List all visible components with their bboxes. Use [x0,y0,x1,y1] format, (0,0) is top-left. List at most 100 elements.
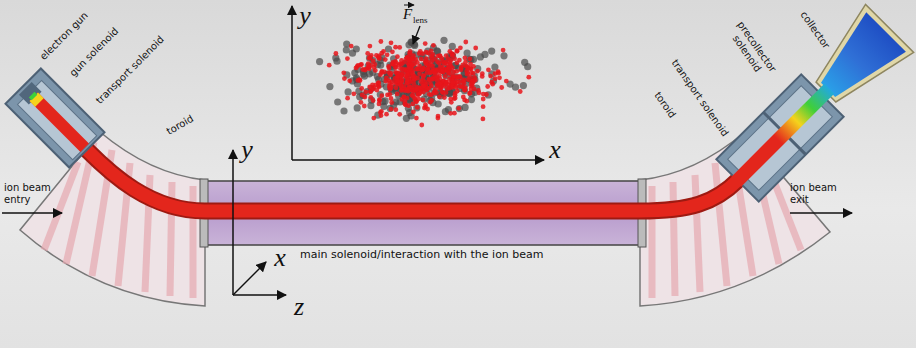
ion-particle [340,107,347,114]
electron-particle [459,84,464,89]
electron-particle [504,79,509,84]
electron-particle [497,75,502,80]
ion-particle [354,104,361,111]
electron-particle [362,104,367,109]
electron-particle [518,89,523,94]
electron-particle [459,67,464,72]
electron-particle [471,80,476,85]
electron-particle [473,46,478,51]
ion-particle [316,58,323,65]
ion-particle [334,98,341,105]
beam-label: ion beam entry [4,182,56,205]
electron-particle [481,117,486,122]
electron-particle [383,57,388,62]
part-label: toroid [164,113,195,138]
electron-particle [463,88,468,93]
electron-particle [456,106,461,111]
electron-particle [379,39,384,44]
electron-particle [423,41,428,46]
electron-particle [431,43,436,48]
electron-particle [365,51,370,56]
electron-particle [462,78,467,83]
electron-particle [499,85,504,90]
electron-particle [481,97,486,102]
electron-particle [398,66,403,71]
electron-particle [428,81,433,86]
axis-label: z [294,292,304,322]
electron-particle [415,105,420,110]
electron-particle [447,71,452,76]
electron-particle [377,102,382,107]
electron-particle [375,88,380,93]
ion-particle [449,43,456,50]
electron-particle [415,76,420,81]
electron-particle [467,91,472,96]
electron-particle [463,55,468,60]
force-symbol: F [403,6,412,23]
electron-particle [387,84,392,89]
electron-particle [367,56,372,61]
ion-particle [442,108,449,115]
electron-particle [364,89,369,94]
electron-particle [372,65,377,70]
electron-particle [395,54,400,59]
electron-particle [455,49,460,54]
electron-particle [436,116,441,121]
ion-particle [521,59,528,66]
electron-particle [435,78,440,83]
electron-particle [429,98,434,103]
electron-particle [402,95,407,100]
ion-particle [485,91,492,98]
electron-particle [427,86,432,91]
electron-particle [419,79,424,84]
electron-particle [345,96,350,101]
ion-particle [353,45,360,52]
electron-particle [359,86,364,91]
part-label: toroid [652,90,678,121]
electron-particle [366,64,371,69]
ion-particle [345,88,352,95]
electron-particle [416,67,421,72]
ion-particle [520,82,527,89]
ion-particle [411,42,418,49]
electron-particle [439,56,444,61]
electron-particle [342,76,347,81]
electron-particle [377,97,382,102]
electron-particle [410,71,415,76]
electron-particle [481,104,486,109]
electron-particle [451,80,456,85]
electron-particle [376,80,381,85]
part-label: collector [798,9,832,51]
ion-particle [500,52,507,59]
electron-particle [501,48,506,53]
electron-particle [460,63,465,68]
electron-particle [367,85,372,90]
electron-particle [395,75,400,80]
electron-particle [402,102,407,107]
force-subscript: lens [413,15,428,25]
electron-particle [455,75,460,80]
electron-particle [457,80,462,85]
ion-particle [512,84,519,91]
electron-particle [379,93,384,98]
electron-particle [447,77,452,82]
electron-particle [435,59,440,64]
electron-particle [475,69,480,74]
electron-particle [368,95,373,100]
electron-particle [441,91,446,96]
electron-particle [395,79,400,84]
electron-particle [430,77,435,82]
electron-particle [385,93,390,98]
electron-particle [463,40,468,45]
electron-particle [405,79,410,84]
electron-particle [450,53,455,58]
electron-particle [411,109,416,114]
electron-particle [466,77,471,82]
electron-particle [433,71,438,76]
axis-label: x [274,243,286,273]
ion-particle [343,46,350,53]
electron-particle [442,95,447,100]
electron-particle [347,78,352,83]
electron-particle [429,53,434,58]
